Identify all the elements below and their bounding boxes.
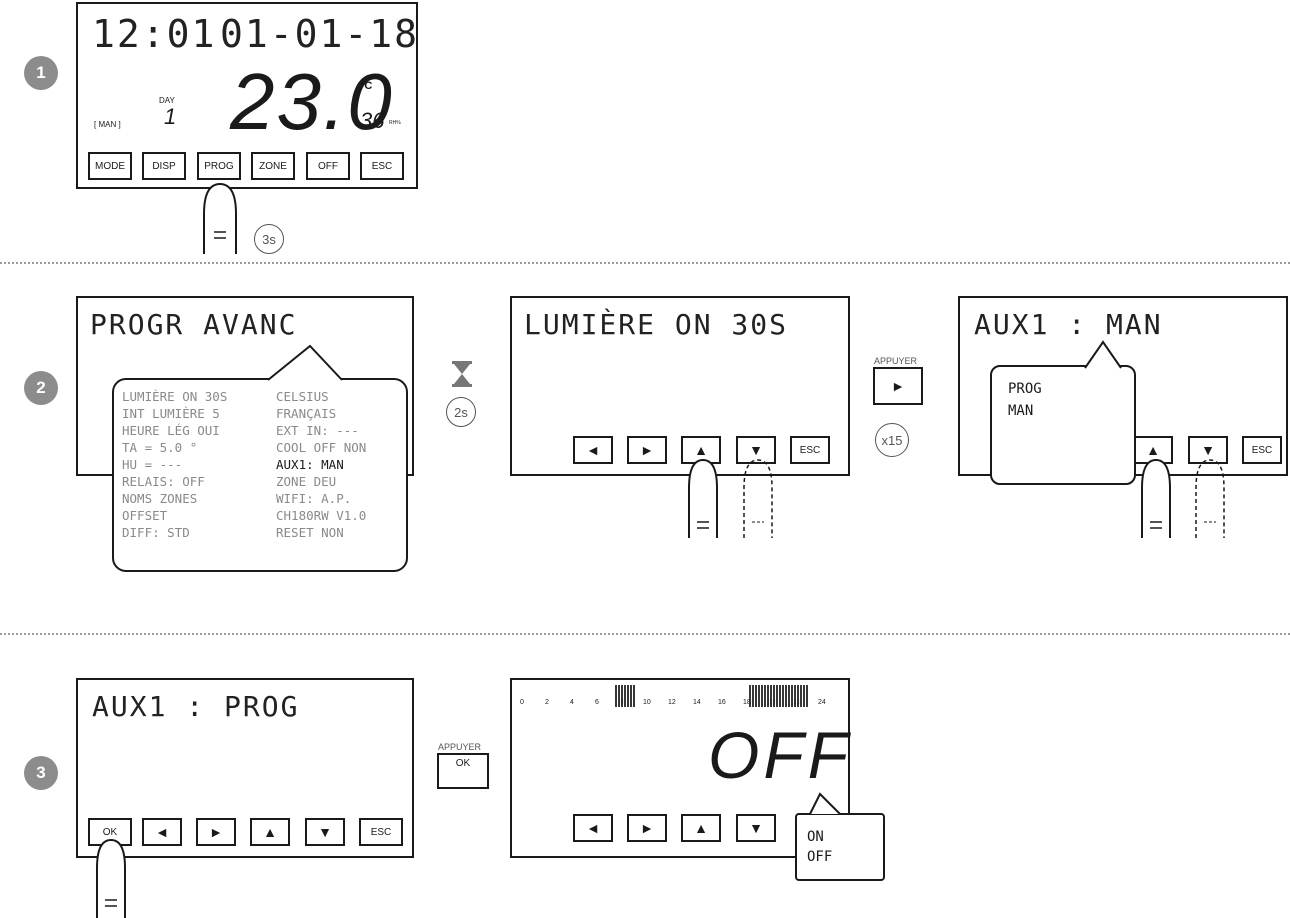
- finger-dashed-icon: [1190, 458, 1240, 538]
- hour-tick: 4: [570, 699, 574, 706]
- hour-tick: 14: [693, 699, 701, 706]
- left-key[interactable]: ◄: [573, 436, 613, 464]
- finger-dashed-icon: [738, 458, 788, 538]
- step-badge-2: 2: [24, 371, 58, 405]
- press-duration: 3s: [254, 224, 284, 254]
- option-prog: PROG: [1008, 381, 1042, 397]
- up-key[interactable]: ▲: [681, 814, 721, 842]
- menu-item: LUMIÈRE ON 30S: [122, 388, 227, 405]
- action-label: APPUYER: [874, 356, 917, 366]
- down-key[interactable]: ▼: [736, 814, 776, 842]
- step-badge-3: 3: [24, 756, 58, 790]
- menu-left-column: LUMIÈRE ON 30S INT LUMIÈRE 5 HEURE LÉG O…: [122, 388, 227, 541]
- menu-item-highlighted: AUX1: MAN: [276, 456, 366, 473]
- separator-1: [0, 262, 1290, 264]
- menu-item: RELAIS: OFF: [122, 473, 227, 490]
- bubble-pointer: [810, 792, 850, 816]
- hour-tick: 24: [818, 699, 826, 706]
- menu-item: WIFI: A.P.: [276, 490, 366, 507]
- menu-item: RESET NON: [276, 524, 366, 541]
- finger-icon: [196, 174, 256, 254]
- zone-key[interactable]: ZONE: [251, 152, 295, 180]
- right-key[interactable]: ►: [627, 436, 667, 464]
- menu-item: ZONE DEU: [276, 473, 366, 490]
- menu-item: FRANÇAIS: [276, 405, 366, 422]
- hour-tick: 6: [595, 699, 599, 706]
- disp-key[interactable]: DISP: [142, 152, 186, 180]
- menu-item: OFFSET: [122, 507, 227, 524]
- right-key[interactable]: ►: [627, 814, 667, 842]
- esc-key[interactable]: ESC: [790, 436, 830, 464]
- menu-item: COOL OFF NON: [276, 439, 366, 456]
- up-key[interactable]: ▲: [250, 818, 290, 846]
- day-value: 1: [164, 104, 176, 130]
- mode-tag: [ MAN ]: [94, 120, 121, 129]
- menu-bubble: LUMIÈRE ON 30S INT LUMIÈRE 5 HEURE LÉG O…: [112, 378, 408, 572]
- display-title: LUMIÈRE ON 30S: [524, 308, 788, 341]
- display-title: AUX1 : PROG: [92, 690, 299, 723]
- display-title: PROGR AVANC: [90, 308, 297, 341]
- right-key-press[interactable]: ►: [873, 367, 923, 405]
- menu-item: NOMS ZONES: [122, 490, 227, 507]
- step-badge-1: 1: [24, 56, 58, 90]
- clock-date: 01-01-18: [220, 12, 419, 56]
- clock-time: 12:01: [92, 12, 216, 56]
- temperature-unit: °C: [360, 80, 372, 92]
- hour-tick: 0: [520, 699, 524, 706]
- bubble-pointer: [264, 342, 344, 382]
- bubble-pointer: [1085, 340, 1125, 370]
- finger-icon: [91, 838, 141, 918]
- left-key[interactable]: ◄: [142, 818, 182, 846]
- hour-tick: 10: [643, 699, 651, 706]
- menu-item: INT LUMIÈRE 5: [122, 405, 227, 422]
- repeat-count: x15: [875, 423, 909, 457]
- down-key[interactable]: ▼: [305, 818, 345, 846]
- separator-2: [0, 633, 1290, 635]
- finger-icon: [1136, 458, 1186, 538]
- menu-item: CH180RW V1.0: [276, 507, 366, 524]
- humidity-unit: RH%: [389, 120, 401, 126]
- hourglass-icon: [452, 361, 472, 387]
- off-key[interactable]: OFF: [306, 152, 350, 180]
- menu-item: HU = ---: [122, 456, 227, 473]
- right-key[interactable]: ►: [196, 818, 236, 846]
- action-label: APPUYER: [438, 742, 481, 752]
- hour-tick: 12: [668, 699, 676, 706]
- esc-key[interactable]: ESC: [359, 818, 403, 846]
- hour-tick: 16: [718, 699, 726, 706]
- mode-key[interactable]: MODE: [88, 152, 132, 180]
- options-bubble: ON OFF: [795, 813, 885, 881]
- ok-key-press[interactable]: OK: [437, 753, 489, 789]
- option-on: ON: [807, 829, 824, 845]
- wait-duration: 2s: [446, 397, 476, 427]
- option-man: MAN: [1008, 403, 1033, 419]
- option-off: OFF: [807, 849, 832, 865]
- humidity-value: 36: [360, 108, 384, 134]
- menu-item: HEURE LÉG OUI: [122, 422, 227, 439]
- esc-key[interactable]: ESC: [360, 152, 404, 180]
- menu-right-column: CELSIUS FRANÇAIS EXT IN: --- COOL OFF NO…: [276, 388, 366, 541]
- menu-item: DIFF: STD: [122, 524, 227, 541]
- menu-item: TA = 5.0 °: [122, 439, 227, 456]
- display-title: AUX1 : MAN: [974, 308, 1163, 341]
- schedule-block-evening: [749, 685, 809, 707]
- options-bubble: PROG MAN: [990, 365, 1136, 485]
- finger-icon: [683, 458, 733, 538]
- hour-tick: 2: [545, 699, 549, 706]
- schedule-block-morning: [615, 685, 635, 707]
- esc-key[interactable]: ESC: [1242, 436, 1282, 464]
- state-value: OFF: [708, 720, 852, 790]
- left-key[interactable]: ◄: [573, 814, 613, 842]
- menu-item: EXT IN: ---: [276, 422, 366, 439]
- menu-item: CELSIUS: [276, 388, 366, 405]
